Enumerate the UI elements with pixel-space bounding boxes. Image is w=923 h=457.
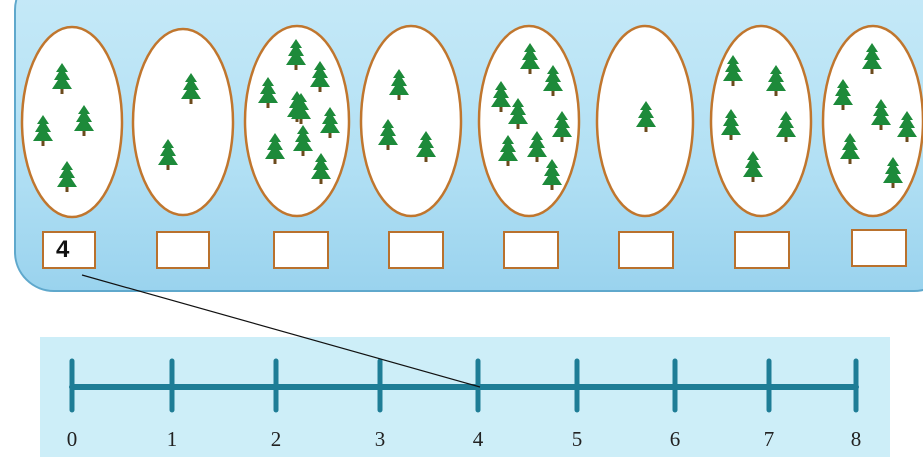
tree-icon xyxy=(766,65,786,96)
tree-icon xyxy=(871,99,891,130)
tree-group xyxy=(709,24,813,218)
tree-icon xyxy=(498,135,518,166)
tree-icon xyxy=(389,69,409,100)
tree-icon xyxy=(862,43,882,74)
tick-label: 5 xyxy=(571,427,583,451)
tick-label: 7 xyxy=(763,427,775,451)
tree-icon xyxy=(258,77,278,108)
tree-icon xyxy=(265,133,285,164)
answer-box[interactable] xyxy=(388,231,444,269)
tree-groups xyxy=(20,24,923,219)
tick-label: 4 xyxy=(472,427,484,451)
group-oval xyxy=(20,25,124,219)
tree-icon xyxy=(721,109,741,140)
tree-group xyxy=(477,24,581,218)
tree-icon xyxy=(378,119,398,150)
tree-icon xyxy=(897,111,917,142)
tree-icon xyxy=(776,111,796,142)
tree-icon xyxy=(743,151,763,182)
tree-icon xyxy=(311,153,331,184)
tree-group xyxy=(821,24,923,218)
tree-icon xyxy=(520,43,540,74)
tick-label: 2 xyxy=(270,427,282,451)
tree-icon xyxy=(181,73,201,104)
tree-icon xyxy=(293,125,313,156)
tree-icon xyxy=(52,63,72,94)
tick-label: 0 xyxy=(66,427,78,451)
answer-box[interactable] xyxy=(734,231,790,269)
tree-icon xyxy=(491,81,511,112)
tree-icon xyxy=(723,55,743,86)
answer-box[interactable] xyxy=(273,231,329,269)
group-oval xyxy=(359,24,463,218)
tree-group xyxy=(595,24,695,218)
tick-label: 6 xyxy=(669,427,681,451)
tick-label: 1 xyxy=(166,427,178,451)
tree-icon xyxy=(636,101,656,132)
tree-icon xyxy=(291,93,311,124)
tree-icon xyxy=(542,159,562,190)
tree-icon xyxy=(840,133,860,164)
tree-group xyxy=(359,24,463,218)
tree-icon xyxy=(508,98,528,129)
tree-icon xyxy=(416,131,436,162)
answer-value: 4 xyxy=(56,236,70,263)
tree-icon xyxy=(74,105,94,136)
answer-box[interactable] xyxy=(156,231,210,269)
tree-icon xyxy=(527,131,547,162)
answer-box[interactable] xyxy=(851,229,907,267)
answer-box[interactable] xyxy=(503,231,559,269)
tree-group xyxy=(243,24,351,218)
tree-icon xyxy=(310,61,330,92)
group-oval xyxy=(131,27,235,217)
tree-icon xyxy=(552,111,572,142)
tree-icon xyxy=(320,107,340,138)
tree-icon xyxy=(543,65,563,96)
group-oval xyxy=(821,24,923,218)
tree-icon xyxy=(57,161,77,192)
tree-icon xyxy=(286,39,306,70)
tree-icon xyxy=(883,157,903,188)
tick-label: 3 xyxy=(374,427,386,451)
tick-label: 8 xyxy=(850,427,862,451)
answer-box[interactable] xyxy=(618,231,674,269)
answer-box[interactable]: 4 xyxy=(42,231,96,269)
tree-icon xyxy=(833,79,853,110)
tree-icon xyxy=(158,139,178,170)
tree-group xyxy=(20,25,124,219)
tree-icon xyxy=(33,115,53,146)
tree-group xyxy=(131,27,235,217)
